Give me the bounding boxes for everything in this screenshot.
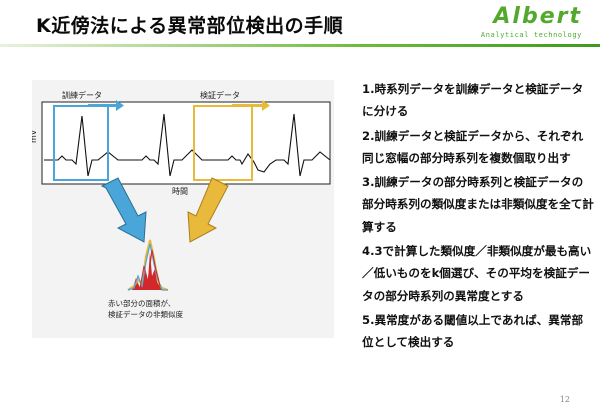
ecg-diagram: mV 訓練データ 検証データ 時間 赤い部分の面積が、 検証データの非類似度 — [29, 90, 331, 319]
page-number: 12 — [559, 395, 570, 404]
anomaly-outline — [139, 249, 161, 289]
training-slide-arrow-shaft — [88, 104, 116, 107]
slide-header: K近傍法による異常部位検出の手順 Albert Analytical techn… — [0, 0, 600, 48]
procedure-steps: 1.時系列データを訓練データと検証データに分ける 2.訓練データと検証データから… — [362, 78, 594, 356]
validation-down-arrow — [187, 177, 229, 243]
step-4: 4.3で計算した類似度／非類似度が最も高い／低いものをk個選び、その平均を検証デ… — [362, 244, 592, 303]
training-slide-arrow-head — [116, 100, 124, 111]
step-2: 2.訓練データと検証データから、それぞれ同じ窓幅の部分時系列を複数個取り出す — [362, 128, 584, 165]
step-3: 3.訓練データの部分時系列と検証データの部分時系列の類似度または非類似度を全て計… — [362, 175, 594, 234]
x-axis-label: 時間 — [172, 187, 188, 196]
training-data-label: 訓練データ — [62, 90, 102, 100]
step-5: 5.異常度がある閾値以上であれば、異常部位として検出する — [362, 312, 584, 350]
validation-slide-arrow-head — [262, 100, 270, 111]
validation-data-label: 検証データ — [200, 90, 240, 100]
caption-line-1: 赤い部分の面積が、 — [108, 298, 175, 308]
validation-window — [193, 105, 253, 181]
plot-frame — [41, 101, 331, 185]
logo-wordmark: Albert — [493, 4, 582, 29]
albert-logo: Albert Analytical technology — [472, 4, 582, 42]
dissimilarity-area — [132, 252, 164, 290]
header-rule — [0, 44, 600, 47]
ecg-figure-panel: mV 訓練データ 検証データ 時間 赤い部分の面積が、 検証データの非類似度 — [29, 80, 334, 338]
y-axis-label: mV — [32, 129, 38, 143]
step-1: 1.時系列データを訓練データと検証データに分ける — [362, 82, 584, 119]
ecg-waveform — [44, 113, 331, 177]
caption-line-2: 検証データの非類似度 — [108, 309, 183, 319]
training-window — [53, 105, 109, 181]
validation-slide-arrow-shaft — [232, 104, 262, 107]
slide-title: K近傍法による異常部位検出の手順 — [36, 15, 344, 37]
training-down-arrow — [100, 177, 147, 243]
logo-tagline: Analytical technology — [480, 31, 582, 39]
